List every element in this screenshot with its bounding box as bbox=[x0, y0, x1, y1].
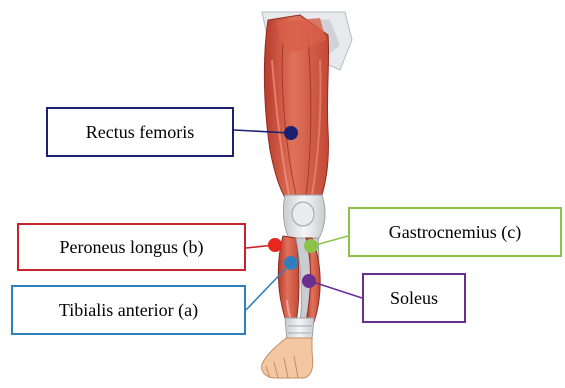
ankle-region bbox=[285, 318, 314, 340]
soleus-label-text: Soleus bbox=[390, 288, 438, 309]
tibialis-anterior-marker bbox=[284, 256, 298, 270]
peroneus-longus-marker bbox=[268, 238, 282, 252]
tibialis-anterior-label-text: Tibialis anterior (a) bbox=[59, 300, 198, 321]
tibialis-anterior-label: Tibialis anterior (a) bbox=[11, 285, 246, 335]
gastrocnemius-label: Gastrocnemius (c) bbox=[348, 207, 562, 257]
gastrocnemius-label-text: Gastrocnemius (c) bbox=[389, 222, 521, 243]
knee-region bbox=[283, 195, 325, 240]
gastrocnemius-marker bbox=[304, 239, 318, 253]
peroneus-longus-label: Peroneus longus (b) bbox=[17, 223, 246, 271]
foot bbox=[262, 338, 313, 378]
peroneus-longus-label-text: Peroneus longus (b) bbox=[60, 237, 204, 258]
soleus-label: Soleus bbox=[362, 273, 466, 323]
rectus-femoris-label: Rectus femoris bbox=[46, 107, 234, 157]
thigh-muscles bbox=[264, 15, 328, 205]
soleus-marker bbox=[302, 274, 316, 288]
rectus-femoris-label-text: Rectus femoris bbox=[86, 122, 194, 143]
rectus-femoris-marker bbox=[284, 126, 298, 140]
